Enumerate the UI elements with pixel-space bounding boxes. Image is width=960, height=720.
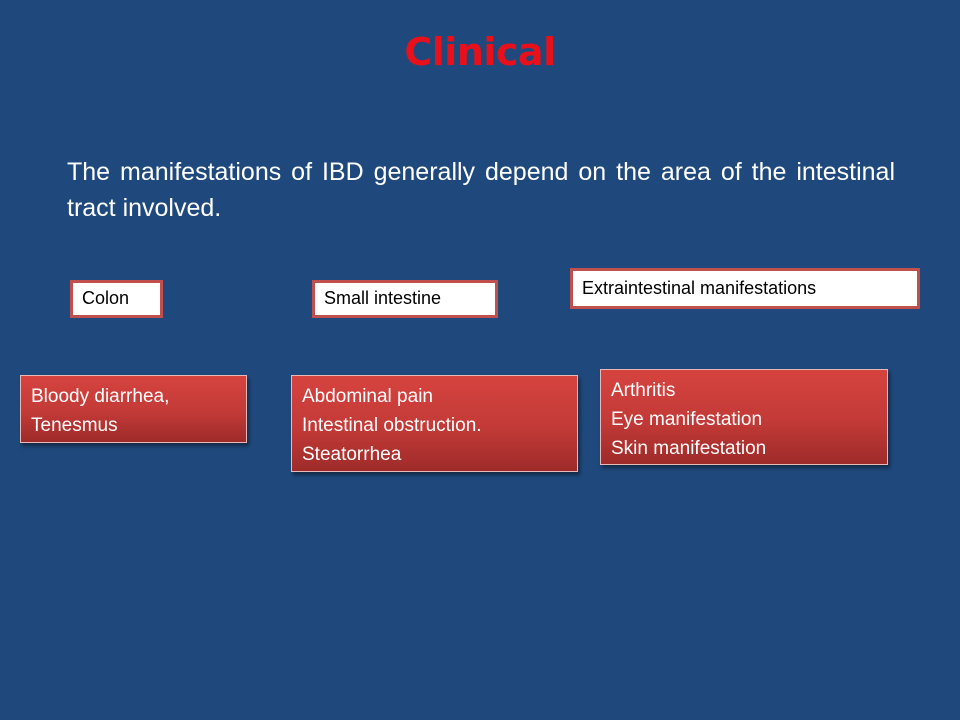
extraintestinal-manifestations-box: Arthritis Eye manifestation Skin manifes… [600, 369, 888, 465]
manifestation-item: Skin manifestation [611, 438, 767, 459]
manifestation-item: Bloody diarrhea, [31, 386, 170, 407]
category-label-extraintestinal: Extraintestinal manifestations [570, 268, 920, 309]
manifestation-item: Intestinal obstruction. [302, 415, 482, 436]
category-label-small-intestine: Small intestine [312, 280, 498, 318]
manifestation-item: Eye manifestation [611, 409, 763, 430]
intro-paragraph: The manifestations of IBD generally depe… [67, 158, 895, 222]
manifestation-item: Abdominal pain [302, 386, 433, 407]
manifestation-item: Arthritis [611, 380, 676, 401]
category-label-colon: Colon [70, 280, 163, 318]
manifestation-item: Tenesmus [31, 415, 118, 436]
slide-title: Clinical [404, 30, 556, 74]
small-intestine-manifestations-box: Abdominal pain Intestinal obstruction. S… [291, 375, 578, 472]
manifestation-item: Steatorrhea [302, 444, 402, 465]
colon-manifestations-box: Bloody diarrhea, Tenesmus [20, 375, 247, 443]
